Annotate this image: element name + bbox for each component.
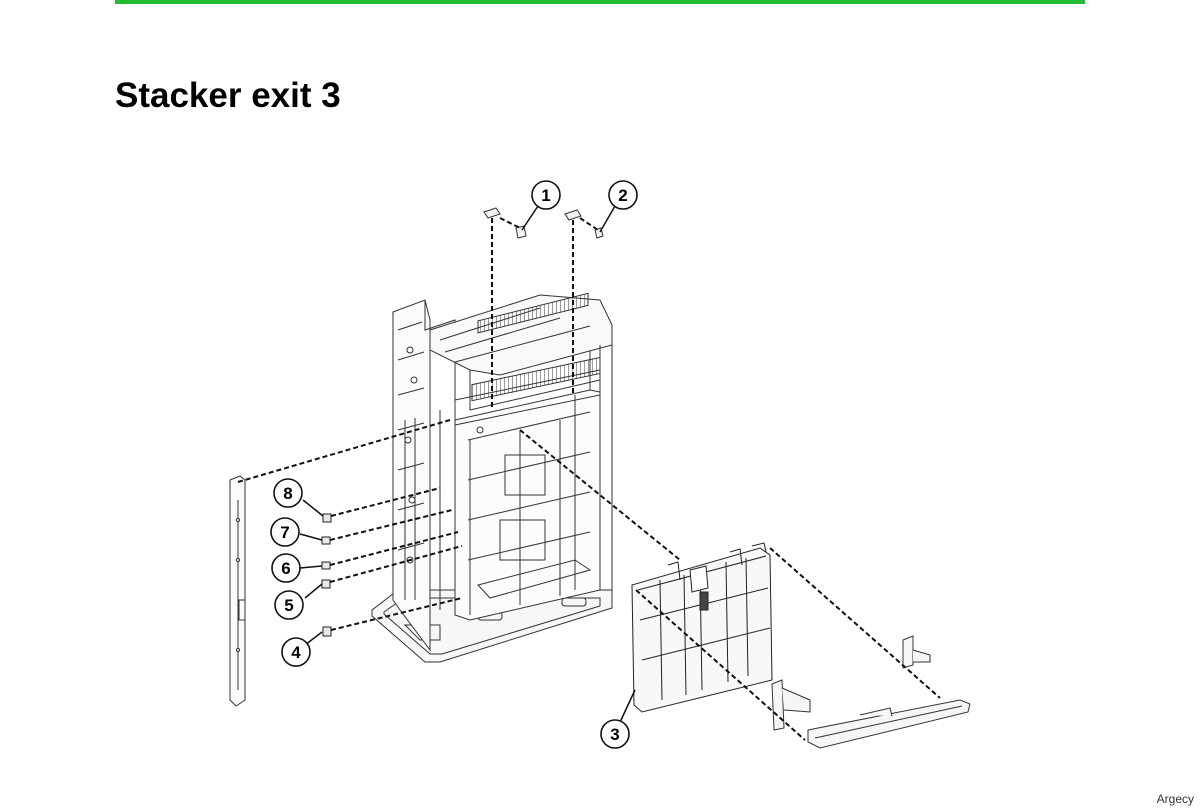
callout-2: 2	[608, 180, 638, 210]
top-brackets	[483, 207, 604, 239]
svg-text:8: 8	[283, 484, 292, 503]
watermark-text: Argecy	[1156, 792, 1194, 806]
callout-8: 8	[273, 478, 303, 508]
svg-text:7: 7	[280, 523, 289, 542]
sensor-parts	[321, 513, 332, 637]
left-side-rail	[229, 475, 246, 707]
callout-3: 3	[600, 719, 630, 749]
callout-6: 6	[271, 553, 301, 583]
assembly-lines	[237, 217, 941, 741]
callout-4: 4	[281, 637, 311, 667]
callout-7: 7	[270, 517, 300, 547]
svg-text:6: 6	[281, 559, 290, 578]
svg-text:1: 1	[541, 186, 550, 205]
svg-text:5: 5	[284, 596, 293, 615]
stacker-tray	[631, 542, 773, 713]
svg-text:3: 3	[610, 725, 619, 744]
callout-5: 5	[274, 590, 304, 620]
callout-1: 1	[531, 180, 561, 210]
svg-text:4: 4	[291, 643, 301, 662]
top-accent-bar	[115, 0, 1085, 4]
svg-text:2: 2	[618, 186, 627, 205]
bottom-rail-parts	[771, 635, 971, 749]
main-frame-assembly	[371, 292, 613, 663]
page-title: Stacker exit 3	[115, 76, 341, 115]
